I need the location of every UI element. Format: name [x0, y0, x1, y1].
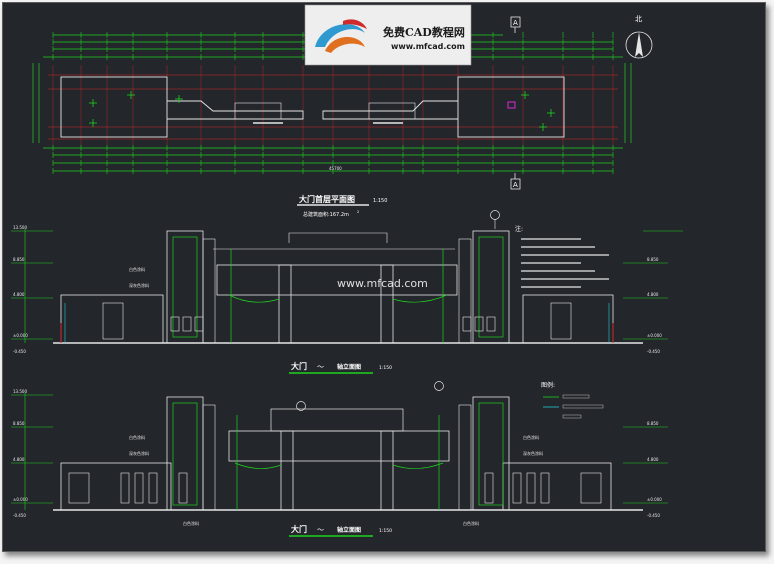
plan-area-note: 总建筑面积:167.2m: [303, 211, 349, 218]
svg-text:白色涂料: 白色涂料: [129, 434, 145, 440]
elevation-2-title: 大门: [291, 524, 307, 534]
svg-text:轴立面图: 轴立面图: [337, 363, 361, 371]
elevation-2: 13.500 8.850 4.800 ±0.000 -0.450 8.850 4…: [11, 381, 668, 537]
svg-text:8.850: 8.850: [13, 421, 25, 426]
svg-text:注:: 注:: [515, 225, 523, 233]
svg-text:～: ～: [317, 526, 324, 534]
elevation-1-left-wing: [60, 230, 216, 344]
elevation-1-levels-left: 13.500 8.850 4.800 ±0.000 -0.450: [11, 225, 53, 354]
plan-area-superscript: 2: [357, 210, 359, 214]
svg-text:8.850: 8.850: [13, 257, 25, 262]
svg-text:-0.450: -0.450: [647, 513, 660, 518]
elevation-2-gate-canopy: [228, 408, 450, 511]
svg-text:深灰色涂料: 深灰色涂料: [129, 450, 149, 456]
svg-text:4.800: 4.800: [13, 457, 25, 462]
svg-text:北: 北: [635, 15, 642, 23]
site-logo: 免费CAD教程网 www.mfcad.com: [304, 4, 472, 66]
svg-text:A: A: [513, 181, 518, 189]
elevation-2-levels-left: 13.500 8.850 4.800 ±0.000 -0.450: [11, 389, 53, 518]
logo-url: www.mfcad.com: [391, 42, 465, 51]
svg-text:±0.000: ±0.000: [13, 333, 28, 338]
svg-text:8.850: 8.850: [647, 257, 659, 262]
svg-text:白色涂料: 白色涂料: [183, 520, 199, 526]
elevation-1-scale: 1:150: [379, 365, 392, 371]
logo-swoosh-icon: [315, 19, 367, 53]
plan-bottom-dimensions: [43, 145, 623, 174]
svg-text:轴立面图: 轴立面图: [337, 526, 361, 534]
plan-building-outline: [60, 76, 565, 138]
plan-title: 大门首层平面图: [299, 194, 355, 204]
cad-drawing-sheet: A A 北 45700 大门首层平面图 1:150: [2, 2, 766, 552]
svg-text:-0.450: -0.450: [13, 513, 26, 518]
elevation-2-left-wing: [60, 396, 216, 511]
svg-text:4.800: 4.800: [647, 292, 659, 297]
elevation-2-scale: 1:150: [379, 528, 392, 534]
svg-text:13.500: 13.500: [13, 225, 27, 230]
svg-text:图例:: 图例:: [541, 381, 555, 389]
svg-text:A: A: [513, 19, 518, 27]
svg-text:～: ～: [317, 363, 324, 371]
floor-plan: A A 北 45700 大门首层平面图 1:150: [32, 15, 653, 218]
svg-text:白色涂料: 白色涂料: [523, 434, 539, 440]
elevation-1-notes: 注:: [515, 225, 609, 288]
section-mark-bottom: A: [510, 173, 521, 190]
elevation-1-material-label: 深灰色涂料: [129, 282, 149, 288]
svg-text:4.800: 4.800: [647, 457, 659, 462]
svg-text:-0.450: -0.450: [647, 349, 660, 354]
svg-text:±0.000: ±0.000: [647, 497, 662, 502]
plan-axis-grid: [48, 65, 618, 145]
elevation-1-levels-right: 8.850 4.800 ±0.000 -0.450: [623, 230, 683, 354]
elevation-1-title: 大门: [291, 361, 307, 371]
svg-text:±0.000: ±0.000: [647, 333, 662, 338]
overall-dimension: 45700: [329, 166, 342, 171]
svg-text:4.800: 4.800: [13, 292, 25, 297]
watermark-text: www.mfcad.com: [337, 277, 428, 290]
north-arrow-icon: 北: [625, 15, 653, 59]
elevation-2-grid-marker-icon: [296, 381, 444, 411]
svg-text:-0.450: -0.450: [13, 349, 26, 354]
elevation-2-levels-right: 8.850 4.800 ±0.000 -0.450: [623, 421, 668, 518]
plan-side-dimensions: [32, 63, 632, 143]
drawing-canvas: A A 北 45700 大门首层平面图 1:150: [11, 4, 683, 537]
elevation-1-gate-canopy: [213, 232, 458, 344]
section-mark-top: A: [510, 16, 521, 33]
svg-text:13.500: 13.500: [13, 389, 27, 394]
elevation-2-right-wing: [458, 396, 612, 511]
svg-text:8.850: 8.850: [647, 421, 659, 426]
elevation-1-material-label: 白色涂料: [129, 266, 145, 272]
logo-text: 免费CAD教程网: [383, 25, 465, 39]
plan-scale: 1:150: [373, 198, 387, 204]
elevation-1: 13.500 8.850 4.800 ±0.000 -0.450 8.850 4…: [11, 210, 683, 374]
elevation-1-right-wing: [458, 230, 614, 344]
svg-text:白色涂料: 白色涂料: [463, 520, 479, 526]
svg-text:深灰色涂料: 深灰色涂料: [523, 450, 543, 456]
svg-text:±0.000: ±0.000: [13, 497, 28, 502]
elevation-2-legend: 图例:: [541, 381, 604, 419]
elevation-1-grid-marker-icon: [490, 210, 500, 229]
